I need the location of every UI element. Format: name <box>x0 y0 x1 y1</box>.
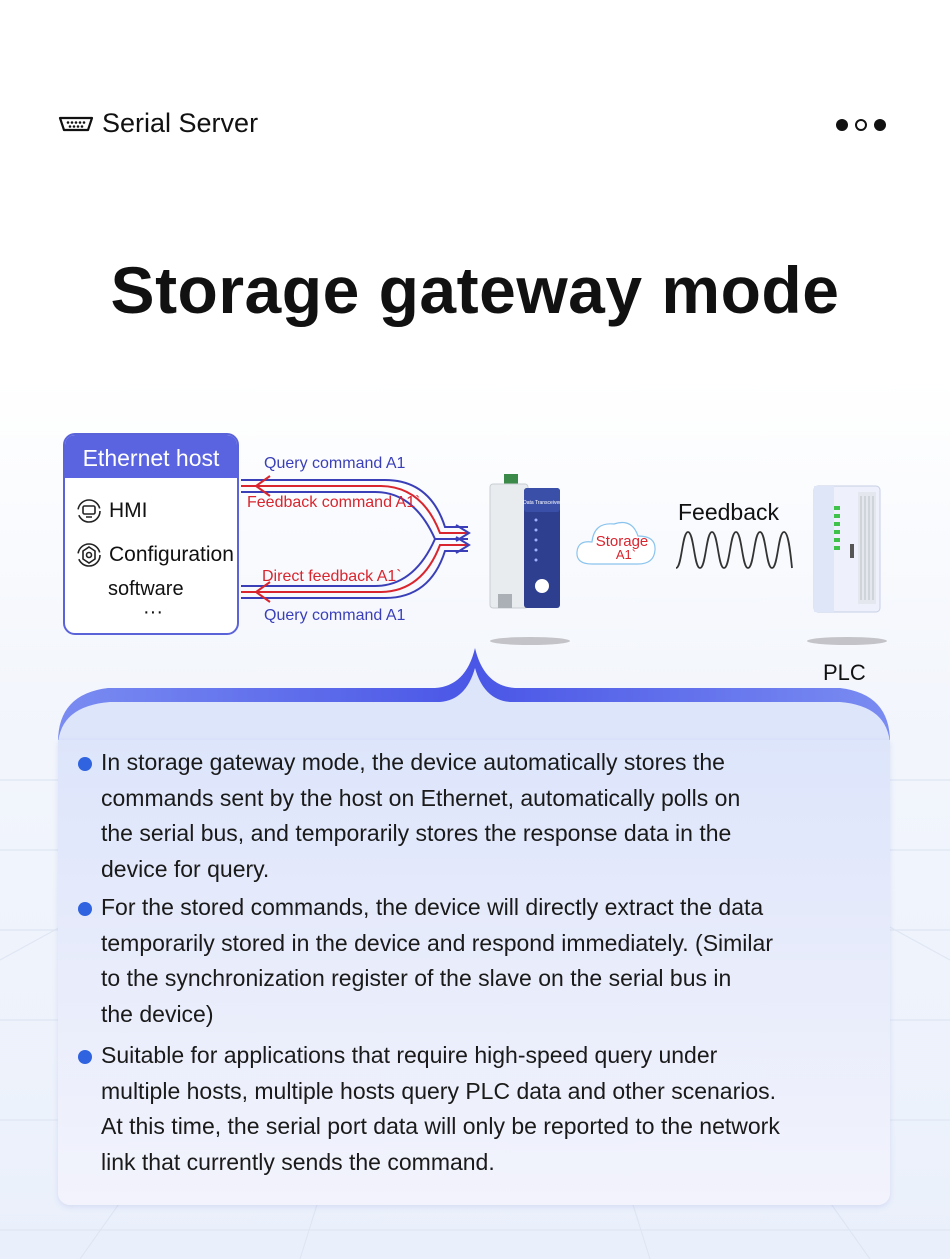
bullet-text: For the stored commands, the device will… <box>101 894 773 1027</box>
serial-port-icon <box>58 116 94 131</box>
host-item-label: HMI <box>109 499 148 522</box>
host-item-continuation: software <box>108 578 184 600</box>
ethernet-host-box: Ethernet host HMI Configuration software… <box>63 433 239 635</box>
bullet-dot <box>78 902 92 916</box>
hmi-icon <box>77 499 101 523</box>
serial-server-device: Data Transceiver <box>489 474 570 645</box>
signal-wave-icon <box>675 531 793 569</box>
ethernet-host-title: Ethernet host <box>65 435 237 478</box>
bullet-item: In storage gateway mode, the device auto… <box>78 745 878 887</box>
bullet-item: Suitable for applications that require h… <box>78 1038 878 1180</box>
bullet-dot <box>78 1050 92 1064</box>
plc-device <box>807 485 887 645</box>
cloud-line-1: Storage <box>596 533 649 550</box>
bullet-text: In storage gateway mode, the device auto… <box>101 749 741 882</box>
description-brace <box>58 648 890 758</box>
storage-cloud: Storage A1` <box>576 521 656 565</box>
feedback-label: Feedback <box>678 499 780 525</box>
cloud-line-2: A1` <box>616 547 636 562</box>
description-panel: In storage gateway mode, the device auto… <box>58 740 890 1205</box>
bullet-dot <box>78 757 92 771</box>
config-software-icon <box>77 543 101 567</box>
label-feedback-command: Feedback command A1` <box>247 494 421 511</box>
pager-dot <box>874 119 886 131</box>
header: Serial Server <box>58 108 258 139</box>
page-title: Storage gateway mode <box>110 253 840 327</box>
label-direct-feedback: Direct feedback A1` <box>262 568 402 585</box>
label-query-bottom: Query command A1 <box>264 607 406 624</box>
host-item-hmi: HMI <box>75 497 148 525</box>
host-item-label: Configuration <box>109 543 234 566</box>
pager-dots <box>836 119 886 131</box>
pager-dot <box>836 119 848 131</box>
pager-dot <box>855 119 867 131</box>
label-query-top: Query command A1 <box>264 455 406 472</box>
bullet-item: For the stored commands, the device will… <box>78 890 878 1032</box>
plc-label: PLC <box>823 660 866 685</box>
bullet-text: Suitable for applications that require h… <box>101 1042 780 1175</box>
host-more: ··· <box>143 601 163 623</box>
header-title: Serial Server <box>102 108 259 138</box>
command-arrows <box>241 475 471 603</box>
host-item-configuration: Configuration <box>75 541 234 569</box>
device-label: Data Transceiver <box>523 500 561 506</box>
